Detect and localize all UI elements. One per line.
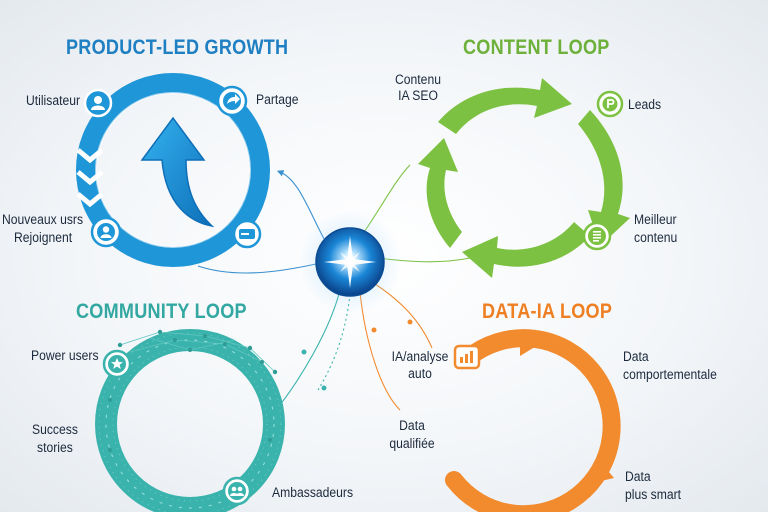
label-ambassadeurs: Ambassadeurs: [272, 485, 354, 500]
label-stories: stories: [37, 440, 73, 455]
label-plus-smart: plus smart: [625, 487, 682, 502]
data-loop: [445, 329, 621, 512]
label-ia-analyse: IA/analyse: [391, 349, 449, 364]
community-ring: [95, 329, 285, 512]
label-meilleur: Meilleur: [634, 212, 677, 227]
label-auto: auto: [408, 366, 432, 381]
share-arrow-icon: [223, 92, 241, 110]
label-partage: Partage: [256, 92, 299, 107]
plg-chevron-2: [76, 170, 104, 186]
plg-ring: [76, 73, 270, 267]
label-comportementale: comportementale: [623, 367, 717, 382]
content-arrow-bottom: [462, 222, 590, 278]
label-ia-seo: IA SEO: [398, 88, 438, 103]
label-power-users: Power users: [31, 348, 99, 363]
big-up-arrow-icon: [140, 116, 215, 228]
plg-chevron-1: [76, 148, 104, 164]
user-icon: [97, 223, 115, 241]
content-doc-badge: [582, 221, 612, 251]
label-data-2: Data: [399, 418, 425, 433]
label-data-3: Data: [625, 469, 651, 484]
content-title: CONTENT LOOP: [463, 36, 610, 59]
label-contenu: Contenu: [395, 72, 441, 87]
label-leads: Leads: [628, 97, 662, 112]
user-icon: [91, 96, 105, 110]
leads-icon: [602, 96, 618, 112]
label-success: Success: [32, 422, 78, 437]
content-loop: [418, 78, 630, 278]
card-icon: [239, 229, 255, 239]
central-hub: [298, 210, 402, 314]
plg-title: PRODUCT-LED GROWTH: [66, 36, 289, 59]
label-qualifiee: qualifiée: [389, 436, 435, 451]
group-icon: [228, 482, 246, 500]
star-icon: [111, 358, 123, 369]
data-ring: [445, 329, 621, 512]
document-icon: [588, 227, 606, 245]
data-arrow-head-top: [520, 340, 538, 356]
community-group-badge: [222, 476, 252, 506]
community-star-badge: [102, 349, 132, 379]
label-rejoignent: Rejoignent: [14, 230, 73, 245]
plg-card-badge: [232, 219, 262, 249]
data-arrow-head-right: [588, 458, 614, 484]
content-arrow-top: [438, 78, 572, 134]
content-arrow-right: [578, 110, 630, 246]
community-title: COMMUNITY LOOP: [76, 300, 247, 323]
content-arrow-left: [418, 138, 462, 248]
content-leads-badge: [596, 90, 624, 118]
plg-chevron-3: [76, 192, 104, 208]
plg-user-badge: [83, 88, 113, 118]
label-nouveaux-users: Nouveaux usrs: [2, 212, 84, 227]
community-loop: [95, 329, 285, 512]
bar-chart-icon: [460, 351, 473, 363]
label-data-1: Data: [623, 349, 649, 364]
data-chart-badge: [453, 344, 481, 370]
data-title: DATA-IA LOOP: [482, 300, 613, 323]
plg-loop: [76, 73, 270, 267]
label-utilisateur: Utilisateur: [25, 93, 80, 108]
plg-newuser-badge: [90, 216, 122, 248]
plg-share-badge: [216, 85, 248, 117]
label-contenu-2: contenu: [634, 230, 678, 245]
